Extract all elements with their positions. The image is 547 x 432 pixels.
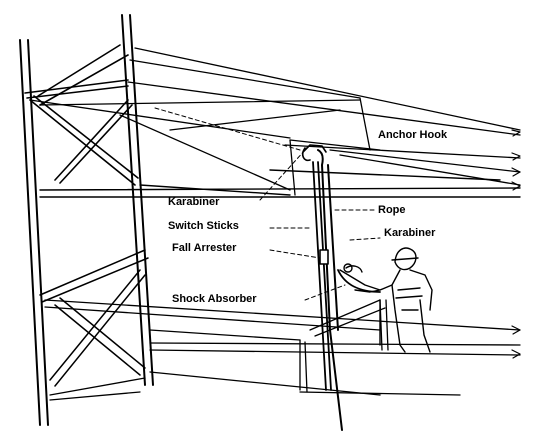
label-karabiner-left: Karabiner	[168, 196, 220, 208]
switch-stick-icon	[312, 161, 332, 391]
label-fall-arrester: Fall Arrester	[172, 242, 237, 254]
left-front-post	[19, 39, 49, 426]
lower-deck-rails	[44, 299, 521, 401]
anchor-hook-icon	[302, 144, 327, 162]
leader-lines	[154, 107, 381, 301]
label-anchor-hook: Anchor Hook	[378, 129, 448, 141]
lower-frame-braces	[39, 249, 149, 387]
label-karabiner-right: Karabiner	[384, 227, 436, 239]
label-switch-sticks: Switch Sticks	[168, 220, 239, 232]
middle-front-post	[121, 14, 154, 386]
fall-arrester-icon	[319, 249, 329, 265]
upper-deck-rails	[29, 47, 521, 196]
label-rope: Rope	[378, 204, 406, 216]
arrow-heads	[511, 129, 521, 359]
rope-line	[317, 149, 343, 431]
shock-absorber-strap	[337, 269, 381, 293]
label-shock-absorber: Shock Absorber	[172, 293, 257, 305]
middle-deck-rails	[39, 169, 521, 198]
upper-frame-braces	[24, 44, 139, 186]
